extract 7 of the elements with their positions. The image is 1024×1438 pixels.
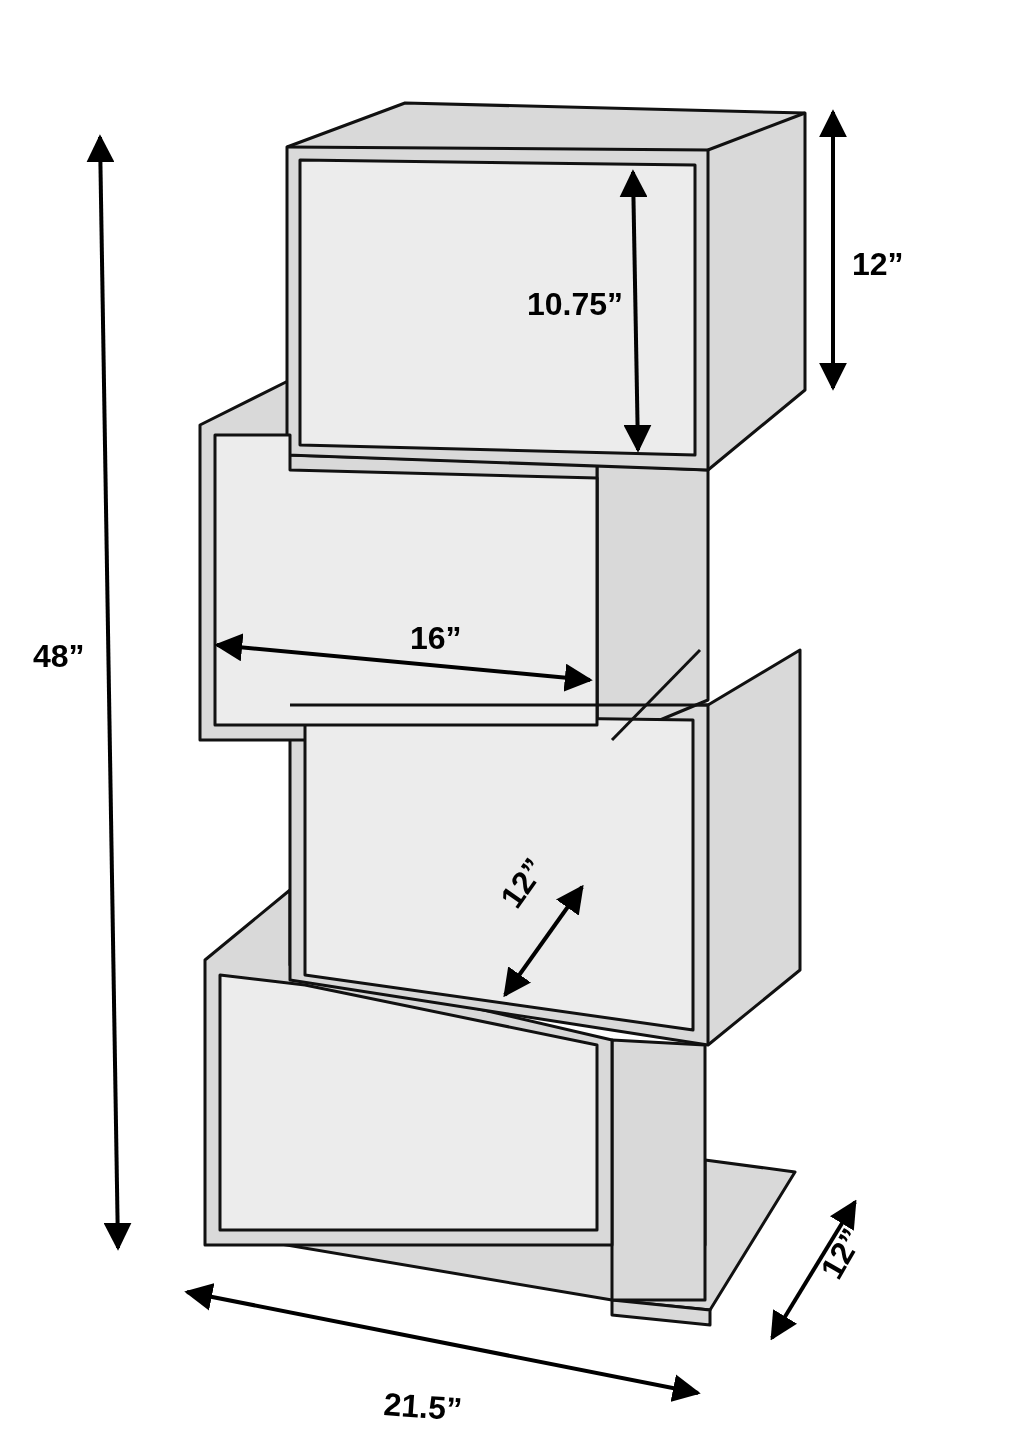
dimension-label: 21.5”: [382, 1388, 464, 1426]
dimension-label: 12”: [852, 248, 904, 280]
dimension-label: 12”: [815, 1223, 869, 1284]
dimension-label: 48”: [33, 640, 85, 672]
dimension-label: 12”: [495, 852, 551, 914]
dimension-label: 16”: [410, 622, 462, 654]
dimension-label: 10.75”: [527, 288, 624, 320]
